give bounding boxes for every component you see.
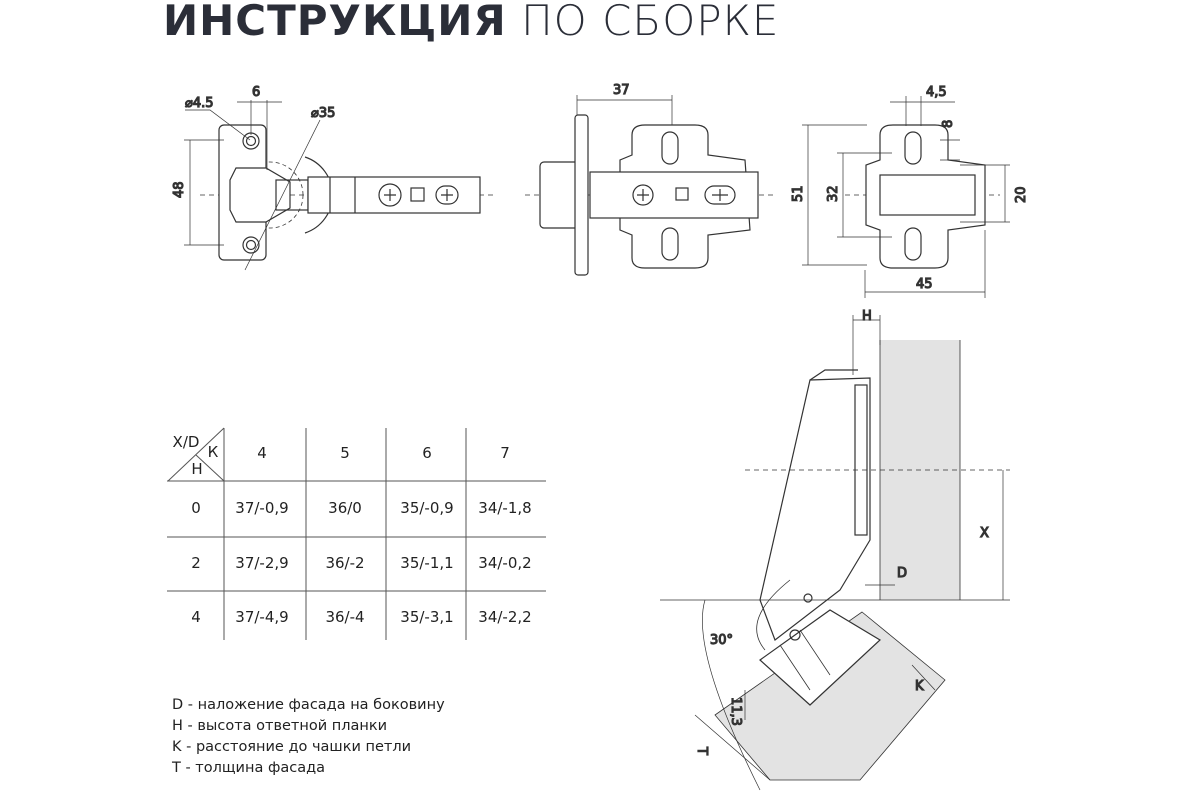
table-cell: 37/-2,9 xyxy=(235,554,289,572)
dim-4-5: 4,5 xyxy=(926,85,947,100)
col-header: 4 xyxy=(257,444,267,462)
legend-item: D - наложение фасада на боковину xyxy=(172,697,445,713)
table-cell: 36/-2 xyxy=(325,554,365,572)
table-cell: 35/-0,9 xyxy=(400,499,454,517)
dim-d45: ⌀4.5 xyxy=(185,96,214,111)
table-grid xyxy=(167,427,546,640)
corner-h: Н xyxy=(191,460,203,478)
installed-hinge-view xyxy=(660,315,1010,791)
title-bold: ИНСТРУКЦИЯ xyxy=(163,0,507,45)
dim-11-3: 11,3 xyxy=(728,697,743,726)
dim-d35: ⌀35 xyxy=(311,106,335,121)
dim-angle: 30° xyxy=(710,633,733,648)
page-title: ИНСТРУКЦИЯ ПО СБОРКЕ xyxy=(163,0,779,45)
table-cell: 34/-2,2 xyxy=(478,608,532,626)
dim-6: 6 xyxy=(252,85,260,100)
table-cell: 36/0 xyxy=(328,499,362,517)
col-header: 6 xyxy=(422,444,432,462)
dim-X: X xyxy=(980,526,989,541)
table-cell: 35/-3,1 xyxy=(400,608,454,626)
legend-item: H - высота ответной планки xyxy=(172,718,388,734)
dim-D: D xyxy=(897,566,907,581)
dim-48: 48 xyxy=(172,181,187,198)
row-header: 4 xyxy=(191,608,201,626)
table-cell: 35/-1,1 xyxy=(400,554,454,572)
col-header: 5 xyxy=(340,444,350,462)
corner-xd: X/D xyxy=(172,433,200,451)
table-cell: 37/-4,9 xyxy=(235,608,289,626)
dim-20: 20 xyxy=(1014,186,1029,203)
dim-8: 8 xyxy=(941,120,956,128)
dim-H: H xyxy=(862,309,872,324)
row-header: 2 xyxy=(191,554,201,572)
dim-37: 37 xyxy=(613,83,630,98)
legend: D - наложение фасада на боковину H - выс… xyxy=(172,695,445,779)
table-cell: 36/-4 xyxy=(325,608,365,626)
hinge-top-view xyxy=(184,100,495,271)
table-cell: 34/-1,8 xyxy=(478,499,532,517)
corner-k: К xyxy=(207,443,219,461)
dim-T: T xyxy=(694,746,709,755)
legend-item: T - толщина фасада xyxy=(172,760,326,776)
dim-45: 45 xyxy=(916,277,933,292)
title-light: ПО СБОРКЕ xyxy=(521,0,780,45)
col-header: 7 xyxy=(500,444,510,462)
table-cell: 37/-0,9 xyxy=(235,499,289,517)
row-header: 0 xyxy=(191,499,201,517)
legend-item: K - расстояние до чашки петли xyxy=(172,739,412,755)
dim-32: 32 xyxy=(826,185,841,202)
hinge-side-view xyxy=(525,95,775,276)
dim-K: K xyxy=(915,679,924,694)
table-cell: 34/-0,2 xyxy=(478,554,532,572)
mounting-plate-view xyxy=(802,96,1010,298)
dim-51: 51 xyxy=(791,185,806,202)
